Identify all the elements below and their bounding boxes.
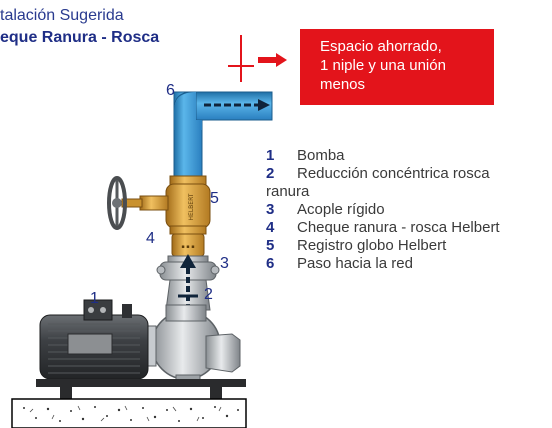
label-2: 2 (204, 286, 213, 303)
callout-box: Espacio ahorrado, 1 niple y una unión me… (300, 29, 494, 105)
legend-text: Reducción concéntrica rosca (297, 165, 490, 182)
legend-item: 2 Reducción concéntrica rosca (266, 165, 552, 183)
legend-number: 6 (266, 255, 275, 272)
label-4: 4 (146, 230, 155, 247)
legend-item: 1 Bomba (266, 147, 552, 165)
legend-number: 2 (266, 165, 275, 182)
legend-item: 6 Paso hacia la red (266, 255, 552, 273)
label-1: 1 (90, 290, 99, 307)
legend-item: 5 Registro globo Helbert (266, 237, 552, 255)
legend-text: Cheque ranura - rosca Helbert (297, 219, 500, 236)
label-5: 5 (210, 190, 219, 207)
legend-text-continued: ranura (266, 183, 310, 200)
globe-valve: HELBERT (121, 175, 211, 235)
legend-number: 5 (266, 237, 275, 254)
legend-text: Bomba (297, 147, 345, 164)
flow-up-arrow-icon (178, 254, 198, 310)
title-line-1: talación Sugerida (0, 7, 124, 24)
legend-item: 4 Cheque ranura - rosca Helbert (266, 219, 552, 237)
label-6: 6 (166, 82, 175, 99)
concrete-foundation (11, 398, 247, 428)
pump-body (145, 304, 241, 384)
callout-line-1: Espacio ahorrado, (320, 38, 442, 55)
legend-number: 1 (266, 147, 275, 164)
title-line-2: eque Ranura - Rosca (0, 29, 160, 46)
motor (39, 299, 149, 380)
legend-item-continuation: ranura (266, 183, 552, 201)
legend: 1 Bomba 2 Reducción concéntrica rosca ra… (266, 147, 552, 273)
legend-item: 3 Acople rígido (266, 201, 552, 219)
label-3: 3 (220, 255, 229, 272)
base-plate (36, 379, 246, 399)
check-valve: ▪ ▪ ▪ (171, 233, 205, 257)
handwheel-icon (107, 176, 127, 230)
valve-brand-label: HELBERT (188, 193, 195, 220)
legend-text: Paso hacia la red (297, 255, 413, 272)
callout-line-2: 1 niple y una unión (320, 57, 446, 74)
legend-text: Registro globo Helbert (297, 237, 447, 254)
legend-number: 4 (266, 219, 275, 236)
red-arrow-icon (258, 53, 287, 67)
legend-number: 3 (266, 201, 275, 218)
cut-marker (228, 35, 254, 82)
callout-line-3: menos (320, 76, 366, 93)
outlet-pipe (173, 91, 273, 181)
legend-text: Acople rígido (297, 201, 385, 218)
svg-text:▪ ▪ ▪: ▪ ▪ ▪ (181, 244, 194, 250)
